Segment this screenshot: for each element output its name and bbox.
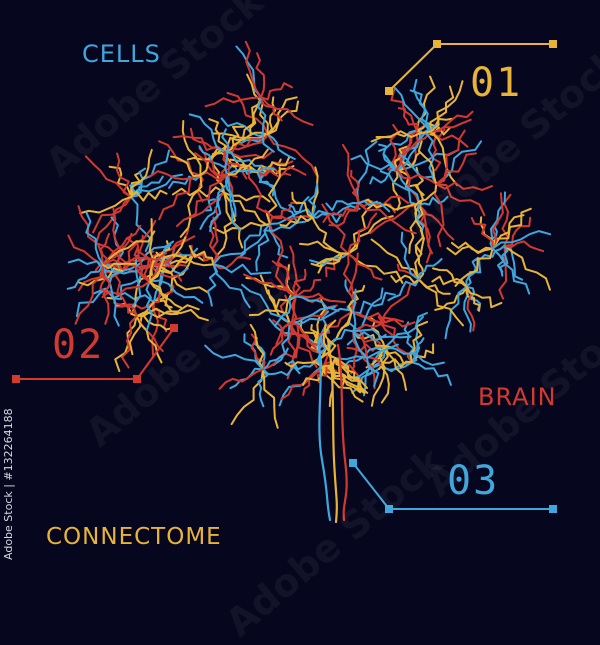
callout-03-number: 03 — [447, 458, 500, 504]
callout-02-connector — [12, 324, 178, 383]
brain-label: BRAIN — [478, 383, 557, 411]
callout-03-connector — [349, 459, 557, 513]
connectome-label: CONNECTOME — [46, 524, 222, 550]
brain-stem — [316, 338, 348, 524]
callout-01-connector — [385, 40, 557, 95]
stock-id-watermark: Adobe Stock | #132264188 — [2, 408, 15, 560]
callout-01-number: 01 — [470, 60, 523, 106]
callout-02-number: 02 — [52, 322, 105, 368]
neuron-network — [66, 40, 552, 429]
brain-neuron-illustration — [12, 40, 557, 524]
cells-label: CELLS — [82, 40, 161, 68]
